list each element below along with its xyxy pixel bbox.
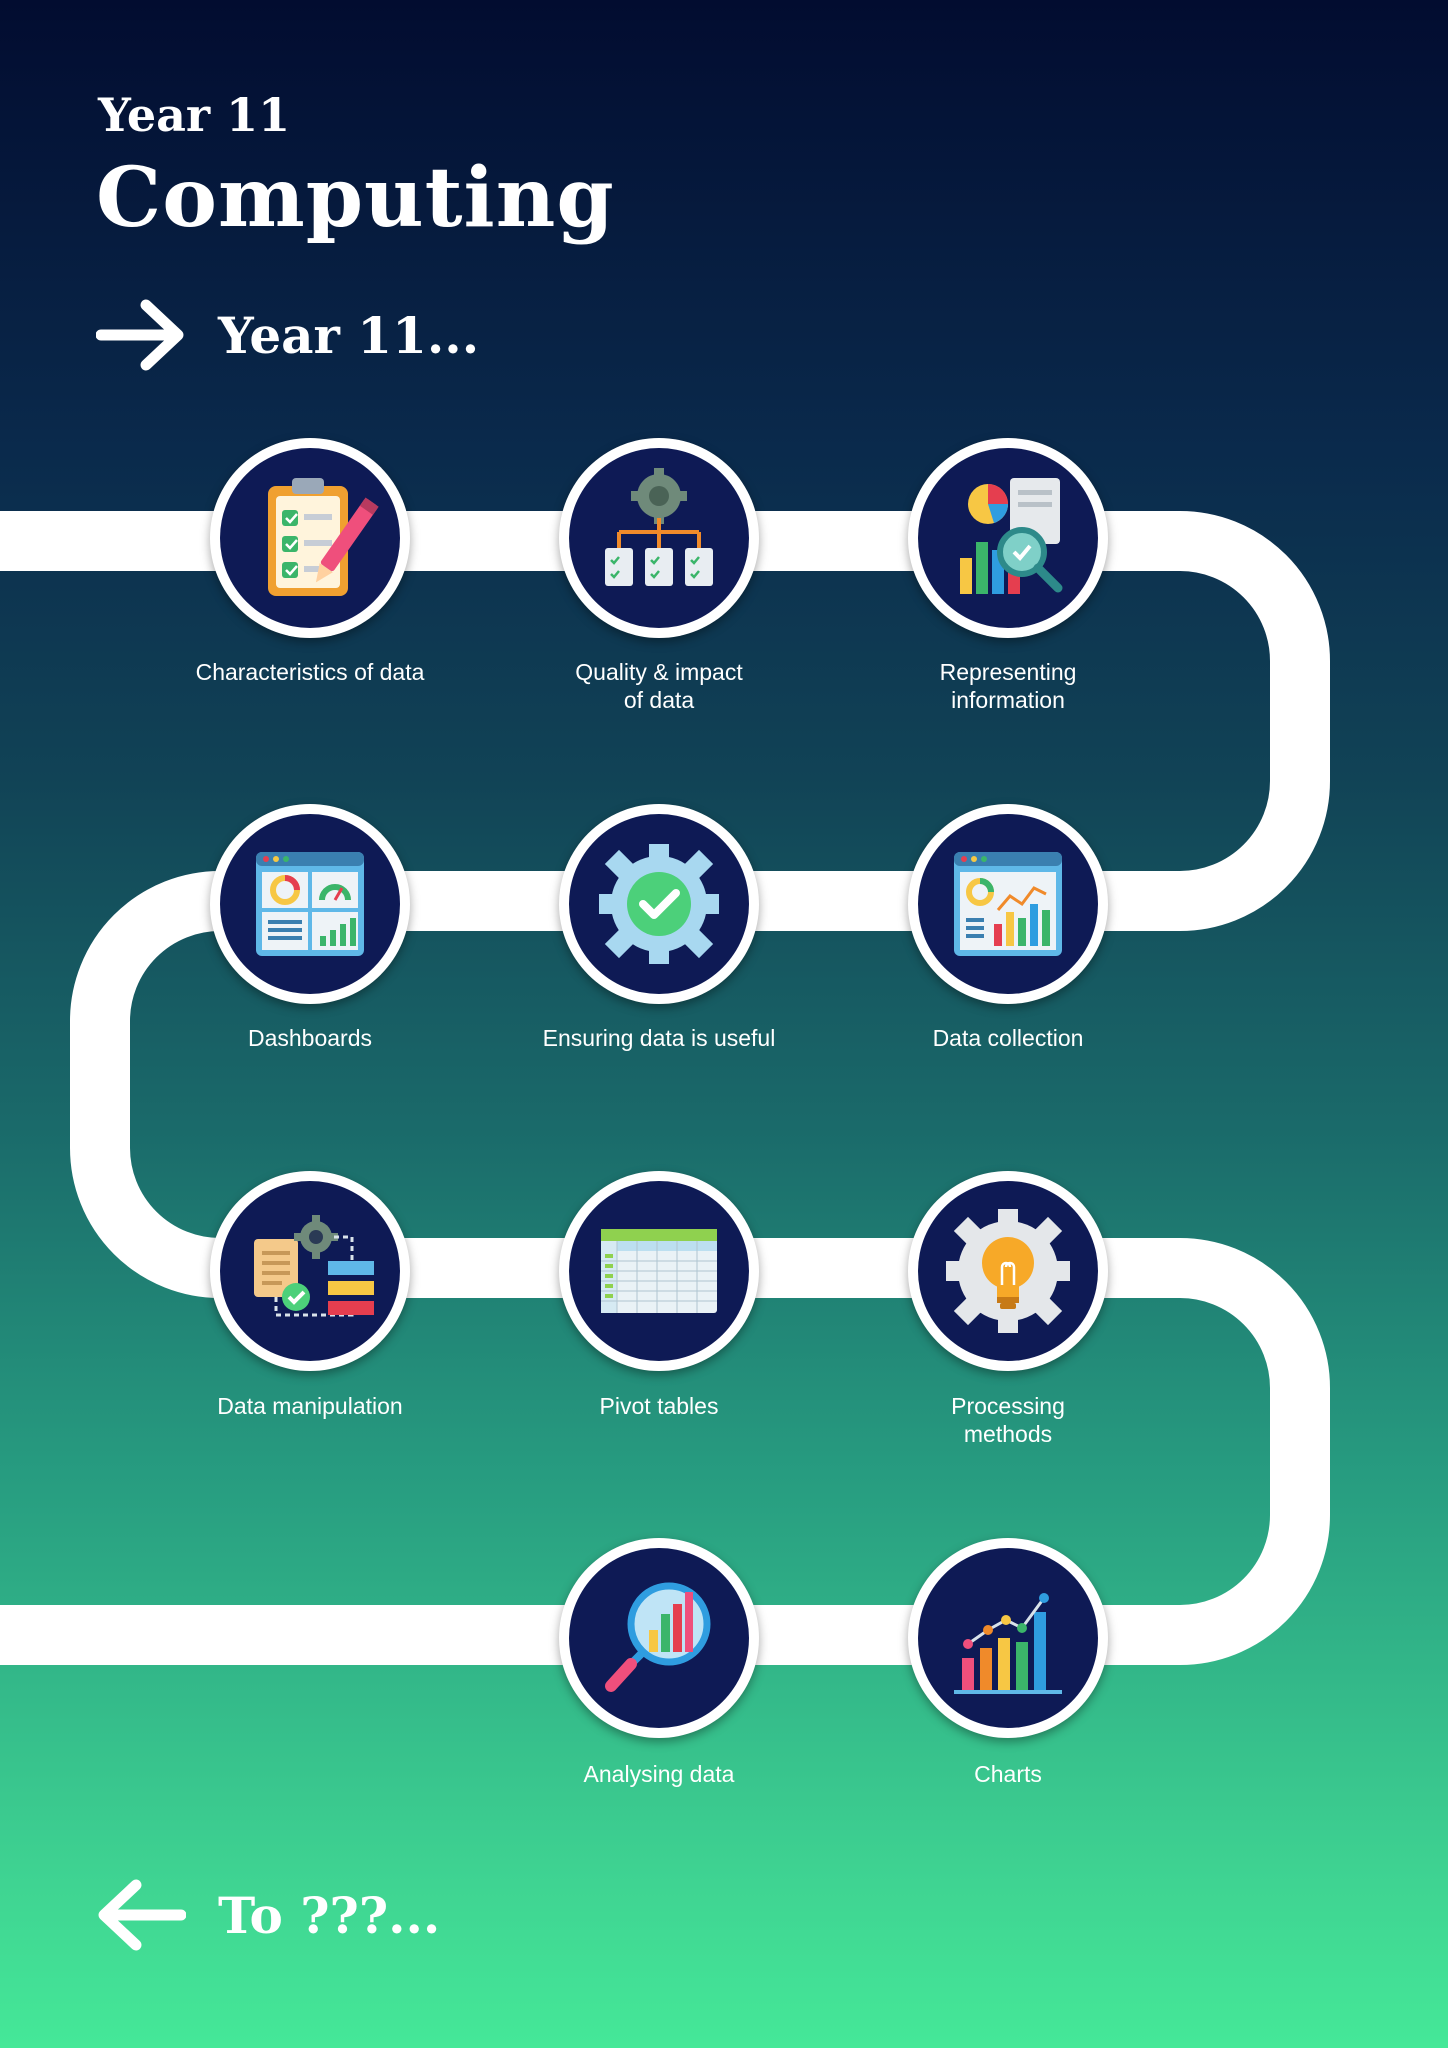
step-analysing-data[interactable] (559, 1538, 759, 1738)
step-label: Dashboards (247, 1025, 373, 1051)
step-data-collection[interactable] (908, 804, 1108, 1004)
arrow-right-icon (96, 299, 184, 371)
step-charts[interactable] (908, 1538, 1108, 1738)
start-marker: Year 11... (96, 295, 479, 375)
step-label: Ensuring data is useful (542, 1025, 776, 1051)
gear-lightbulb-icon (946, 1209, 1070, 1333)
step-data-manipulation[interactable] (210, 1171, 410, 1371)
gear-hierarchy-icon (605, 468, 713, 586)
start-label: Year 11... (218, 305, 480, 365)
arrow-left-icon (98, 1879, 186, 1951)
step-label: Charts (974, 1761, 1042, 1787)
step-ensuring-data-is-useful[interactable] (559, 804, 759, 1004)
spreadsheet-icon (601, 1229, 717, 1313)
step-label: Data collection (932, 1025, 1084, 1051)
step-label: Pivot tables (599, 1393, 719, 1419)
step-processing-methods[interactable] (908, 1171, 1108, 1371)
subject-title: Computing (96, 150, 615, 246)
step-label: Characteristics of data (195, 659, 425, 685)
end-marker: To ???... (96, 1875, 440, 1955)
step-label: Data manipulation (217, 1393, 403, 1419)
step-label: Analysing data (583, 1761, 735, 1787)
clipboard-checklist-icon (268, 478, 379, 596)
step-label: Processing methods (951, 1393, 1065, 1447)
step-pivot-tables[interactable] (559, 1171, 759, 1371)
step-characteristics-of-data[interactable] (210, 438, 410, 638)
step-dashboards[interactable] (210, 804, 410, 1004)
magnifier-chart-icon (605, 1582, 711, 1692)
step-representing-information[interactable] (908, 438, 1108, 638)
gear-check-icon (599, 844, 719, 964)
step-label: Representing information (939, 659, 1077, 713)
analytics-window-icon (954, 852, 1062, 956)
bar-line-chart-icon (954, 1593, 1062, 1694)
step-label: Quality & impact of data (575, 659, 743, 713)
dashboard-icon (256, 852, 364, 956)
year-heading: Year 11 (98, 88, 291, 142)
report-magnifier-icon (960, 478, 1063, 594)
step-quality-impact-of-data[interactable] (559, 438, 759, 638)
end-label: To ???... (218, 1885, 441, 1945)
workflow-icon (254, 1215, 374, 1317)
